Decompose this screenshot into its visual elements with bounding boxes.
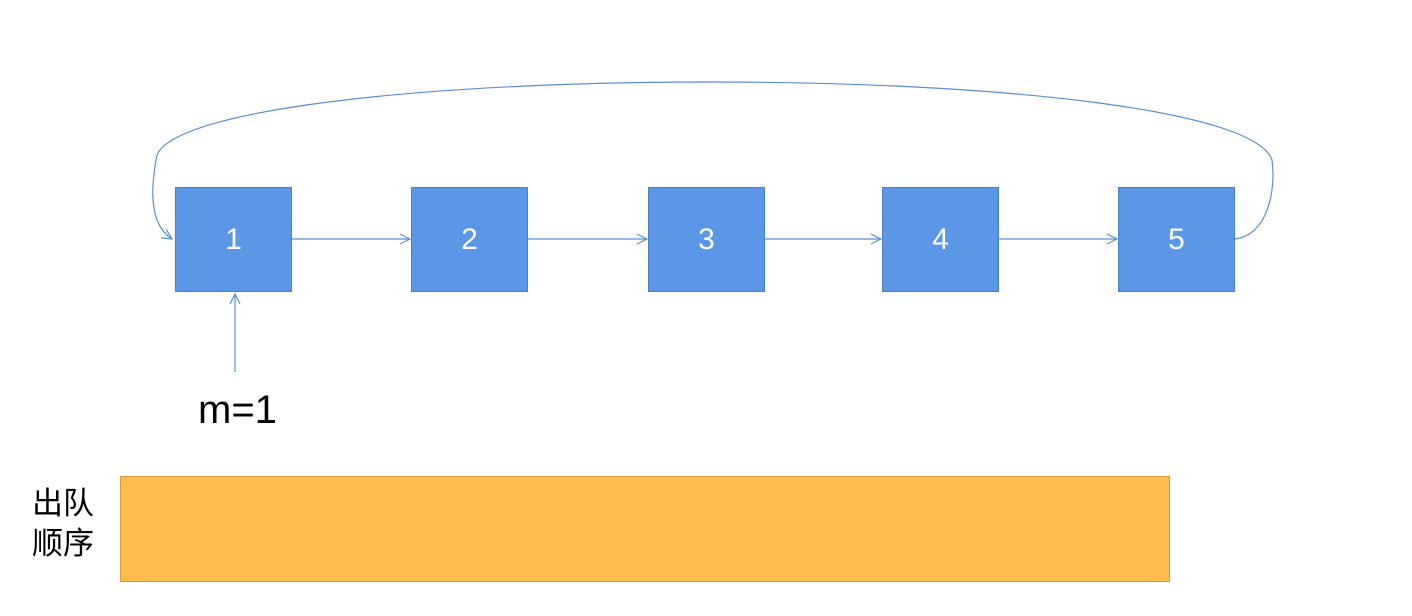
list-node: 2: [411, 187, 528, 292]
node-label: 3: [698, 222, 715, 256]
list-node: 3: [648, 187, 765, 292]
list-node: 5: [1118, 187, 1235, 292]
node-label: 2: [461, 222, 478, 256]
dequeue-order-box: [120, 476, 1170, 582]
pointer-label: m=1: [198, 388, 277, 432]
arrow-5-to-1-loop: [152, 81, 1274, 239]
node-label: 4: [932, 222, 949, 256]
queue-label-line1: 出队: [32, 486, 94, 522]
list-node: 1: [175, 187, 292, 292]
node-label: 5: [1168, 222, 1185, 256]
list-node: 4: [882, 187, 999, 292]
node-label: 1: [225, 222, 242, 256]
queue-label-line2: 顺序: [32, 526, 94, 562]
queue-label: 出队 顺序: [32, 484, 112, 564]
